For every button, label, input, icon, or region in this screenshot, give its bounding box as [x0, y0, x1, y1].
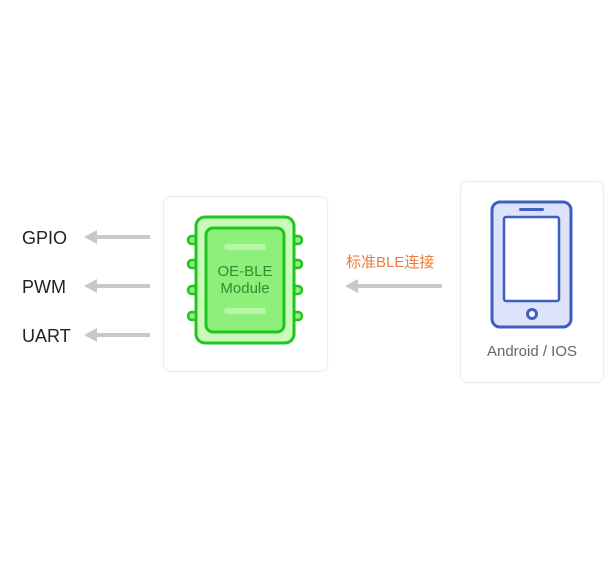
module-name-line1: OE-BLE	[217, 263, 273, 280]
arrow-left-icon	[345, 279, 442, 293]
interface-label-gpio: GPIO	[22, 228, 68, 248]
device-os-label: Android / IOS	[486, 343, 578, 360]
module-name-line2: Module	[220, 280, 270, 297]
interface-label-uart: UART	[22, 326, 71, 346]
arrow-left-icon	[84, 279, 150, 293]
arrow-left-icon	[84, 230, 150, 244]
interface-label-pwm: PWM	[22, 277, 66, 297]
smartphone-icon	[490, 200, 573, 329]
ble-link-label: 标准BLE连接	[346, 254, 435, 271]
chip-icon	[186, 215, 304, 345]
arrow-left-icon	[84, 328, 150, 342]
